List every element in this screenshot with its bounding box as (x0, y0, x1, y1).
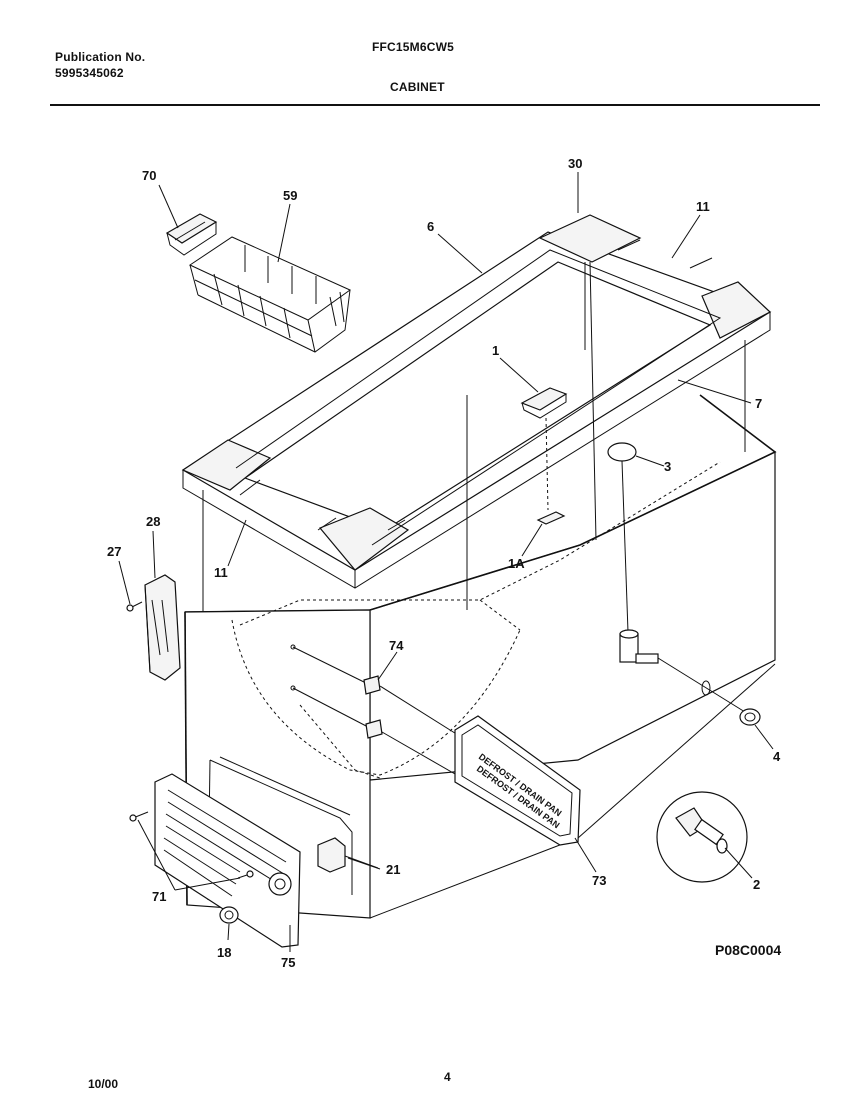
callout-6: 6 (427, 219, 434, 234)
basket-divider-part (165, 213, 218, 256)
callout-4: 4 (773, 749, 781, 764)
drain-tube-part (619, 629, 746, 713)
drain-fitting-detail (656, 791, 748, 883)
callout-21: 21 (386, 862, 400, 877)
callout-28: 28 (146, 514, 160, 529)
front-grille-part (154, 773, 301, 948)
callout-27: 27 (107, 544, 121, 559)
screw-part-27 (126, 601, 143, 612)
section-title: CABINET (390, 80, 445, 94)
model-number: FFC15M6CW5 (372, 40, 455, 54)
projection-lines (202, 261, 746, 612)
callout-numbers: 70 59 6 30 11 1 7 3 28 27 11 1A 74 4 2 2… (107, 156, 781, 970)
leader-lines (118, 172, 774, 952)
callout-1a: 1A (508, 556, 525, 571)
callout-2: 2 (753, 877, 760, 892)
clip-part-1a (536, 511, 566, 525)
publication-number: 5995345062 (55, 66, 124, 80)
grille-screws-part (129, 811, 254, 879)
callout-70: 70 (142, 168, 156, 183)
lid-handle-part (520, 387, 568, 511)
drawing-code: P08C0004 (715, 942, 781, 958)
callout-59: 59 (283, 188, 297, 203)
callout-11-top: 11 (696, 199, 710, 214)
retainer-clips-part (290, 644, 463, 779)
callout-71: 71 (152, 889, 166, 904)
callout-3: 3 (664, 459, 671, 474)
callout-73: 73 (592, 873, 606, 888)
footer-date: 10/00 (88, 1077, 118, 1091)
callout-18: 18 (217, 945, 231, 960)
drain-plug-part (607, 442, 637, 633)
callout-1: 1 (492, 343, 499, 358)
callout-30: 30 (568, 156, 582, 171)
drain-pan-panel-part: DEFROST / DRAIN PAN DEFROST / DRAIN PAN (454, 715, 581, 846)
plug-button-part (219, 906, 239, 924)
hinge-part (144, 574, 181, 681)
wire-basket-part (188, 236, 351, 353)
callout-11-bottom: 11 (214, 565, 228, 580)
header-rule (50, 104, 820, 106)
lid-frame-assembly (181, 214, 772, 589)
publication-label: Publication No. (55, 50, 146, 64)
callout-7: 7 (755, 396, 762, 411)
callout-75: 75 (281, 955, 295, 970)
page-number: 4 (444, 1070, 451, 1084)
callout-74: 74 (389, 638, 404, 653)
drain-cap-part (739, 708, 761, 726)
